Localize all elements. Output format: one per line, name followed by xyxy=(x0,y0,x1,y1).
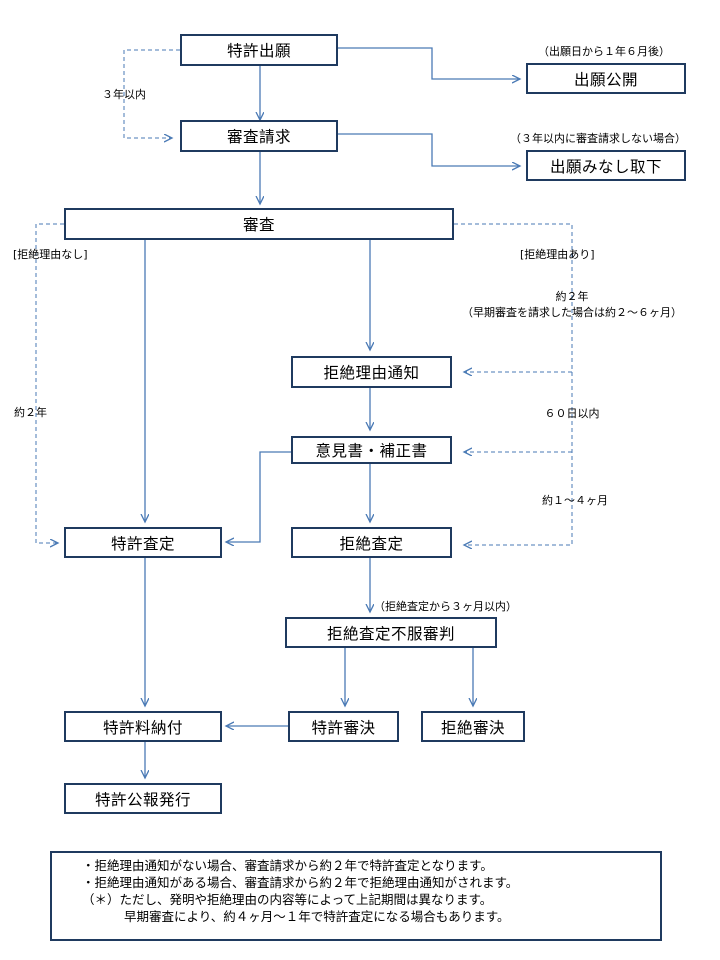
label-about-2-years-left: 約２年 xyxy=(14,406,47,419)
box-decision-to-grant: 特許査定 xyxy=(64,527,222,558)
label-publication-timing: （出願日から１年６月後） xyxy=(538,45,670,58)
label-no-reasons: [拒絶理由なし] xyxy=(13,248,88,261)
label-within-60-days: ６０日以内 xyxy=(544,407,600,420)
box-examination: 審査 xyxy=(64,208,454,240)
label-no-request: （３年以内に審査請求しない場合） xyxy=(510,132,686,145)
label-about-2-years-right: 約２年 xyxy=(555,290,589,303)
arrow-request-to-withdrawal xyxy=(338,133,520,166)
box-appeal: 拒絶査定不服審判 xyxy=(285,617,497,648)
note-line-1: ・拒絶理由通知がない場合、審査請求から約２年で特許査定となります。 xyxy=(82,858,493,873)
box-application-publication: 出願公開 xyxy=(526,63,686,94)
label-reasons-found: [拒絶理由あり] xyxy=(520,248,595,261)
dashed-3-years xyxy=(123,49,180,138)
notes-box: ・拒絶理由通知がない場合、審査請求から約２年で特許査定となります。 ・拒絶理由通… xyxy=(50,851,662,941)
box-patent-fee: 特許料納付 xyxy=(64,711,222,742)
box-decision-of-refusal: 拒絶査定 xyxy=(291,527,452,558)
note-line-2: ・拒絶理由通知がある場合、審査請求から約２年で拒絶理由通知がされます。 xyxy=(82,875,519,890)
box-examination-request: 審査請求 xyxy=(180,120,338,152)
dashed-right-reasons xyxy=(454,223,573,545)
label-accelerated-note: （早期審査を請求した場合は約２～６ヶ月） xyxy=(462,306,682,319)
label-within-3-years: ３年以内 xyxy=(102,88,146,101)
label-within-3-months: （拒絶査定から３ヶ月以内） xyxy=(374,600,517,613)
note-line-4: 早期審査により、約４ヶ月～１年で特許査定になる場合もあります。 xyxy=(124,909,510,924)
box-trial-decision-refusal: 拒絶審決 xyxy=(421,711,525,742)
box-written-opinion: 意見書・補正書 xyxy=(291,436,452,464)
dashed-left-no-reasons xyxy=(35,223,64,543)
arrow-opinion-to-grant xyxy=(226,451,292,542)
box-patent-gazette: 特許公報発行 xyxy=(64,783,222,814)
box-notice-of-reasons: 拒絶理由通知 xyxy=(291,356,452,388)
box-trial-decision-grant: 特許審決 xyxy=(288,711,399,742)
box-patent-application: 特許出願 xyxy=(180,34,338,66)
arrow-application-to-publication xyxy=(338,47,520,79)
note-line-3: （＊）ただし、発明や拒絶理由の内容等によって上記期間は異なります。 xyxy=(82,892,493,907)
label-1-to-4-months: 約１～４ヶ月 xyxy=(542,494,608,507)
box-deemed-withdrawal: 出願みなし取下 xyxy=(526,150,686,181)
